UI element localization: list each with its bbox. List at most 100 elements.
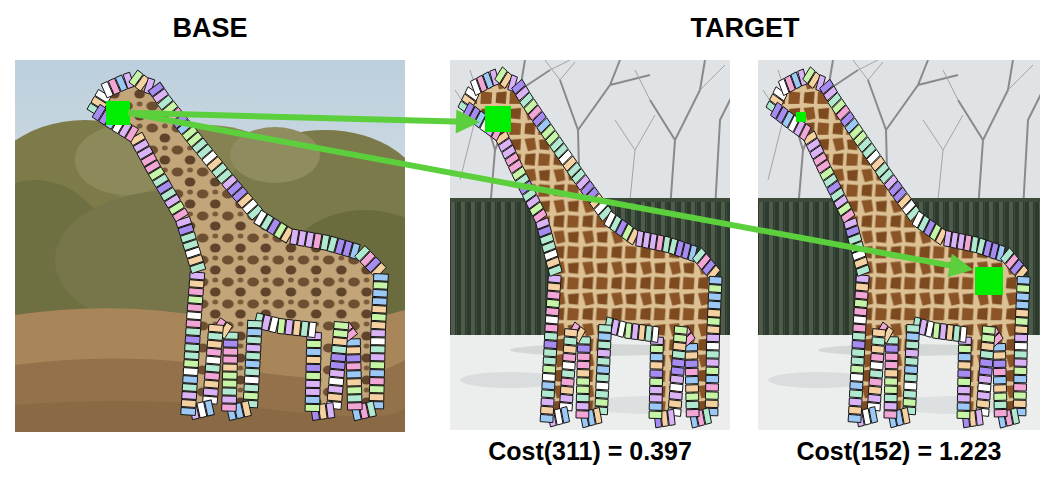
feature-box	[708, 301, 721, 309]
panel-heading: BASE	[172, 12, 247, 44]
feature-box	[855, 283, 868, 291]
feature-box	[370, 362, 385, 369]
feature-box	[332, 345, 347, 353]
feature-box	[306, 380, 321, 387]
feature-box	[685, 352, 698, 360]
feature-box	[560, 386, 573, 394]
feature-box	[979, 367, 992, 376]
giraffe	[458, 67, 722, 428]
feature-box	[685, 360, 698, 368]
feature-box	[293, 320, 301, 336]
feature-box	[205, 372, 220, 380]
image-panel: Cost(311) = 0.397Cost(152) = 1.223TARGET	[450, 60, 1040, 430]
feature-box	[903, 398, 916, 406]
feature-box	[306, 364, 321, 371]
feature-box	[222, 396, 237, 403]
feature-box	[708, 309, 721, 317]
feature-box	[885, 345, 898, 353]
feature-box	[1015, 326, 1028, 334]
feature-box	[686, 401, 699, 409]
feature-box	[870, 361, 883, 369]
feature-box	[576, 394, 589, 402]
feature-box	[188, 296, 203, 304]
feature-box	[853, 316, 866, 324]
feature-box	[334, 321, 349, 329]
feature-box	[347, 403, 362, 410]
target-photo	[450, 60, 730, 430]
feature-box	[872, 329, 885, 337]
feature-box	[649, 403, 662, 411]
feature-box	[993, 360, 1006, 368]
feature-box	[186, 328, 201, 336]
feature-box	[849, 390, 862, 398]
feature-box	[246, 336, 261, 344]
feature-box	[564, 329, 577, 337]
feature-box	[184, 360, 199, 368]
feature-box	[645, 325, 652, 341]
feature-box	[373, 281, 388, 289]
feature-box	[958, 345, 971, 353]
match-square	[796, 112, 806, 122]
feature-box	[208, 324, 223, 332]
feature-box	[668, 409, 676, 425]
feature-box	[372, 305, 387, 313]
feature-box	[346, 347, 361, 354]
feature-box	[674, 326, 687, 335]
feature-box	[547, 291, 560, 299]
feature-box	[686, 409, 699, 417]
feature-box	[203, 388, 218, 396]
feature-box	[707, 317, 720, 325]
feature-box	[848, 414, 861, 422]
feature-box	[305, 404, 320, 411]
feature-box	[1016, 301, 1029, 309]
feature-box	[650, 345, 663, 353]
feature-box	[851, 357, 864, 365]
feature-box	[884, 386, 897, 394]
feature-box	[247, 320, 262, 328]
feature-box	[939, 324, 946, 340]
feature-box	[247, 328, 262, 336]
feature-box	[186, 320, 201, 328]
feature-box	[649, 395, 662, 403]
feature-box	[1016, 293, 1029, 301]
feature-box	[577, 378, 590, 386]
feature-box	[181, 408, 196, 416]
feature-box	[854, 299, 867, 307]
zoo-background	[450, 60, 730, 430]
feature-box	[544, 349, 557, 357]
feature-box	[347, 395, 362, 402]
feature-box	[904, 382, 917, 390]
feature-box	[597, 366, 610, 374]
feature-box	[849, 398, 862, 406]
feature-box	[244, 376, 259, 384]
feature-box	[370, 378, 385, 385]
feature-box	[1014, 367, 1027, 375]
feature-box	[958, 386, 971, 394]
feature-box	[994, 385, 1007, 393]
feature-box	[184, 352, 199, 360]
feature-box	[371, 330, 386, 337]
contour-features	[87, 70, 388, 421]
feature-box	[187, 304, 202, 312]
feature-box	[370, 354, 385, 361]
feature-box	[597, 349, 610, 357]
feature-box	[542, 382, 555, 390]
feature-box	[545, 324, 558, 332]
feature-box	[222, 404, 237, 411]
feature-box	[957, 403, 970, 411]
feature-box	[577, 353, 590, 361]
feature-box	[707, 334, 720, 342]
panel-heading: TARGET	[691, 12, 800, 44]
feature-box	[852, 332, 865, 340]
feature-box	[347, 371, 362, 378]
feature-box	[960, 326, 967, 342]
feature-box	[708, 293, 721, 301]
feature-box	[905, 349, 918, 357]
feature-box	[686, 393, 699, 401]
feature-box	[346, 355, 361, 362]
feature-box	[706, 367, 719, 375]
feature-box	[707, 326, 720, 334]
feature-box	[369, 394, 384, 401]
